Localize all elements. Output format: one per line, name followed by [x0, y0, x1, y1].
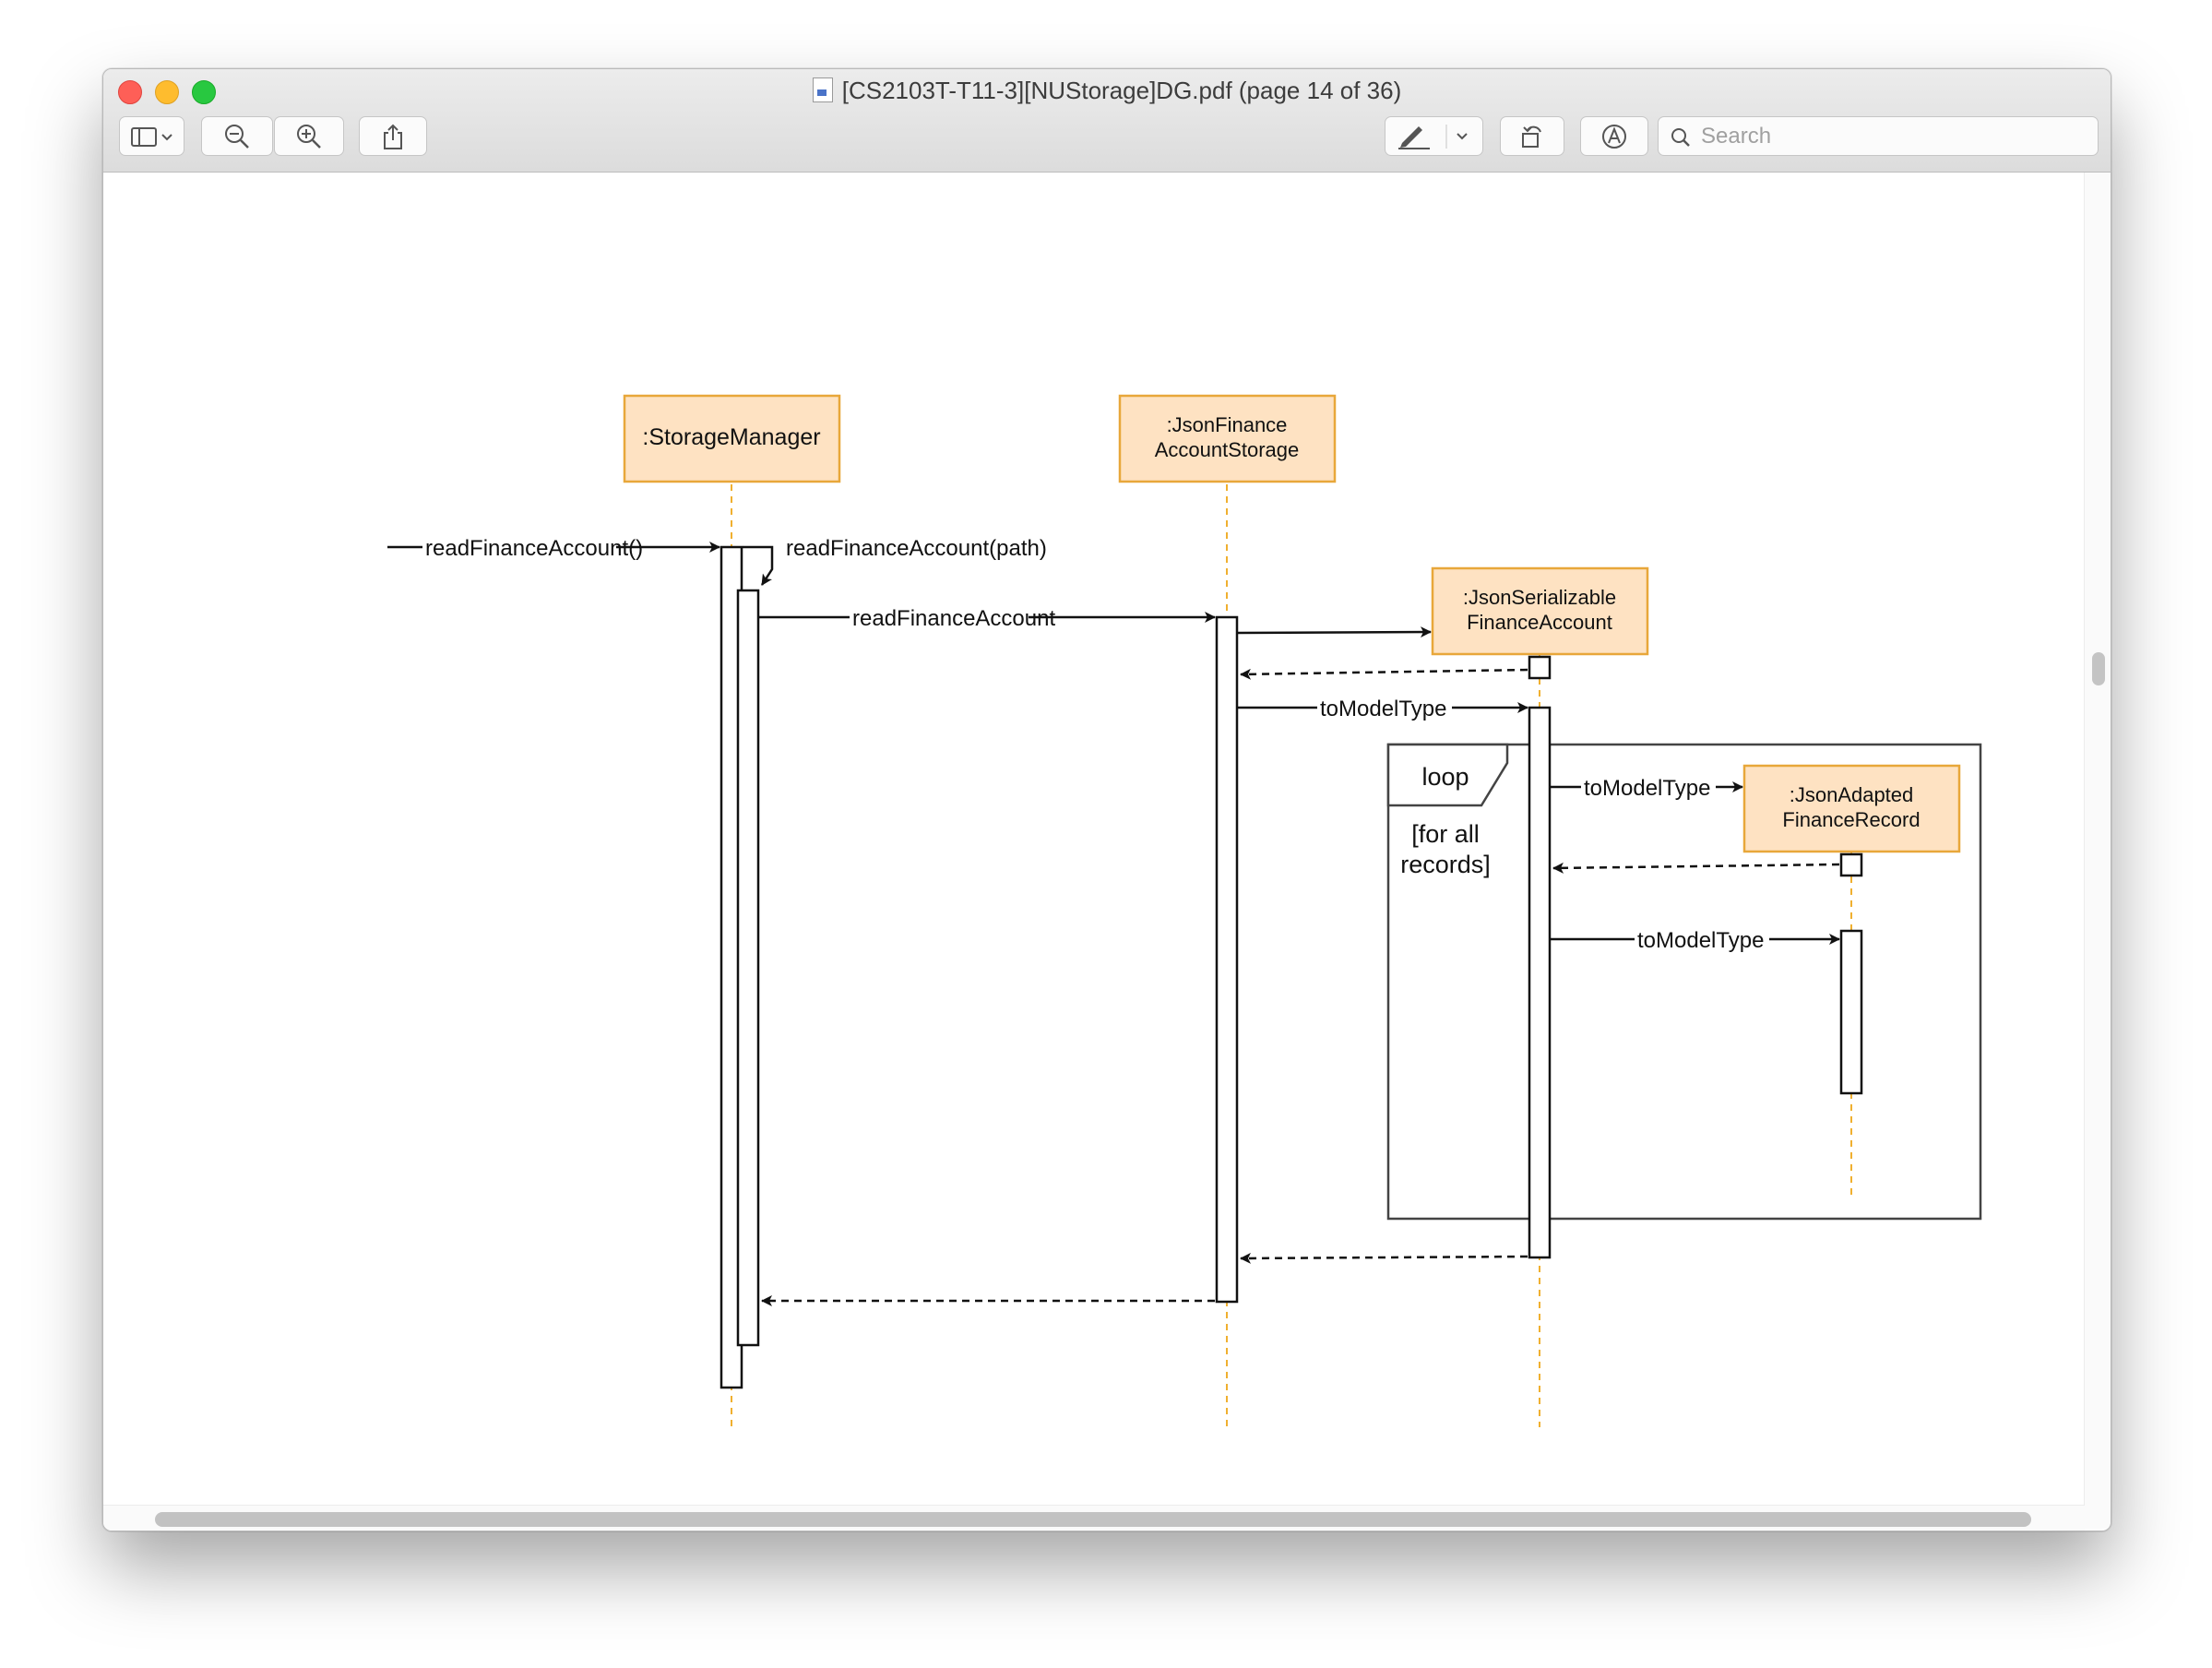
markup-button[interactable]	[1385, 116, 1483, 156]
participant-label-line1: :JsonFinance	[1167, 413, 1288, 436]
close-button[interactable]	[118, 80, 142, 104]
window-title: [CS2103T-T11-3][NUStorage]DG.pdf (page 1…	[103, 75, 2111, 106]
share-button[interactable]	[359, 116, 427, 156]
window-title-text: [CS2103T-T11-3][NUStorage]DG.pdf (page 1…	[841, 77, 1402, 104]
message-label: toModelType	[1320, 697, 1446, 721]
vertical-scroll-thumb[interactable]	[2092, 652, 2105, 685]
search-input[interactable]	[1699, 123, 2090, 150]
minimize-button[interactable]	[155, 80, 179, 104]
participant-storage-manager: :StorageManager	[623, 394, 841, 483]
participant-label-line1: :JsonAdapted	[1790, 783, 1914, 806]
message-label: toModelType	[1637, 928, 1764, 953]
loop-guard-line1: [for all	[1411, 820, 1480, 848]
pdf-page: :StorageManager :JsonFinance AccountStor…	[103, 173, 2085, 1531]
sidebar-icon	[130, 126, 172, 147]
message-label: toModelType	[1584, 776, 1710, 801]
participant-label-line1: :JsonSerializable	[1463, 586, 1616, 609]
message-labels: readFinanceAccount() readFinanceAccount(…	[422, 534, 1769, 953]
pdf-document-icon	[812, 77, 833, 102]
activation-bars	[719, 545, 1863, 1389]
chevron-down-icon	[1456, 132, 1468, 139]
activation-storage-manager-inner	[736, 589, 760, 1347]
message-label: readFinanceAccount()	[425, 536, 643, 561]
share-icon	[384, 124, 402, 149]
participant-label-line2: FinanceRecord	[1782, 808, 1920, 831]
activation-json-storage	[1215, 615, 1239, 1304]
sequence-diagram: :StorageManager :JsonFinance AccountStor…	[387, 394, 1982, 1432]
search-field[interactable]	[1658, 116, 2099, 156]
participant-label-line2: FinanceAccount	[1467, 611, 1612, 634]
titlebar: [CS2103T-T11-3][NUStorage]DG.pdf (page 1…	[103, 69, 2111, 173]
loop-guard-line2: records]	[1400, 851, 1491, 878]
message-return-serializable	[1240, 668, 1528, 680]
message-return-adapted	[1552, 862, 1840, 874]
zoom-button[interactable]	[192, 80, 216, 104]
activation-adapted	[1839, 929, 1863, 1095]
annotate-button[interactable]	[1580, 116, 1648, 156]
zoom-out-button[interactable]	[201, 116, 273, 156]
message-return-from-serializable	[1240, 1252, 1528, 1264]
zoom-in-button[interactable]	[274, 116, 344, 156]
message-create-serializable	[1237, 626, 1432, 638]
message-label: readFinanceAccount(path)	[786, 536, 1047, 561]
zoom-in-icon	[297, 124, 321, 149]
preview-window: [CS2103T-T11-3][NUStorage]DG.pdf (page 1…	[102, 68, 2111, 1531]
rotate-button[interactable]	[1500, 116, 1564, 156]
zoom-out-icon	[225, 124, 249, 149]
loop-label: loop	[1421, 763, 1469, 791]
participant-json-finance-account-storage: :JsonFinance AccountStorage	[1118, 394, 1337, 483]
markup-pen-icon	[1397, 124, 1468, 149]
rotate-icon	[1522, 125, 1541, 148]
participant-label: :StorageManager	[642, 424, 820, 450]
activation-serializable-create	[1528, 655, 1552, 680]
participant-json-adapted-finance-record: :JsonAdapted FinanceRecord	[1742, 764, 1961, 853]
vertical-scrollbar[interactable]	[2084, 173, 2111, 1529]
sidebar-toggle-button[interactable]	[119, 116, 184, 156]
message-label: readFinanceAccount	[852, 606, 1055, 631]
markup-circle-icon	[1602, 124, 1626, 149]
loop-frame: loop [for all records]	[1386, 743, 1982, 1221]
message-self-call	[743, 545, 774, 586]
participant-label-line2: AccountStorage	[1155, 438, 1300, 461]
horizontal-scroll-thumb[interactable]	[155, 1512, 2031, 1527]
search-icon	[1671, 128, 1690, 147]
activation-serializable	[1528, 706, 1552, 1259]
messages	[387, 542, 1840, 1306]
activation-adapted-create	[1839, 852, 1863, 877]
participant-json-serializable-finance-account: :JsonSerializable FinanceAccount	[1431, 566, 1649, 656]
